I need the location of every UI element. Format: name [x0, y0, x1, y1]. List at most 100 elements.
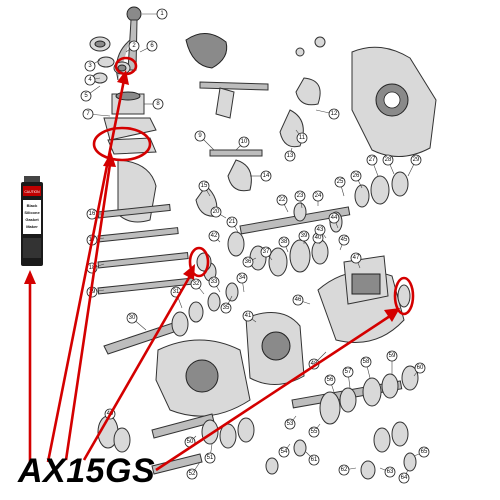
callout-number: 29	[413, 157, 420, 163]
shifter-boot-parts	[89, 36, 131, 84]
callout-number: 30	[129, 315, 136, 321]
callout-badge	[152, 98, 164, 110]
highlight-input-seal	[188, 246, 210, 278]
callout-number: 55	[311, 429, 318, 435]
callout-badge	[190, 278, 202, 290]
countershaft-gears	[97, 413, 255, 475]
callout-number: 50	[187, 439, 194, 445]
callout-number: 37	[263, 249, 270, 255]
callout-number: 20	[213, 209, 220, 215]
callout-number: 24	[315, 193, 322, 199]
callout-number: 3	[88, 63, 92, 69]
arrow-to-gasket	[64, 163, 112, 461]
main-case	[155, 312, 305, 417]
callout-badge	[226, 216, 238, 228]
callout-number: 21	[229, 219, 236, 225]
callout-number: 1	[160, 11, 164, 17]
callout-badge	[238, 136, 250, 148]
callout-number: 33	[211, 279, 218, 285]
callout-number: 48	[311, 361, 318, 367]
callout-badge	[338, 234, 350, 246]
callout-number: 28	[385, 157, 392, 163]
callout-badge	[236, 272, 248, 284]
callout-badge	[128, 40, 140, 52]
callout-number: 38	[281, 239, 288, 245]
callout-number: 27	[369, 157, 376, 163]
callout-badge	[312, 190, 324, 202]
callout-number: 63	[387, 469, 394, 475]
callout-number: 51	[207, 455, 214, 461]
callout-badge	[126, 312, 138, 324]
callout-badge	[296, 132, 308, 144]
highlight-rear-seal	[393, 276, 415, 316]
callout-number: 15	[201, 183, 208, 189]
shift-rails	[97, 203, 195, 295]
callout-badge	[350, 170, 362, 182]
callout-badge	[208, 230, 220, 242]
callout-number: 25	[337, 179, 344, 185]
output-gears	[265, 365, 419, 480]
callout-number: 6	[150, 43, 154, 49]
callout-badge	[194, 130, 206, 142]
callout-number: 58	[363, 359, 370, 365]
callout-badge	[384, 466, 396, 478]
callout-badge	[80, 90, 92, 102]
callout-badge	[294, 190, 306, 202]
gasket-maker-tube: CAUTION Black Silicone Gasket Maker	[21, 176, 43, 266]
callout-badge	[242, 256, 254, 268]
callout-badge	[204, 452, 216, 464]
callout-number: 31	[173, 289, 180, 295]
highlight-marks	[24, 56, 415, 472]
callout-badge	[186, 468, 198, 480]
callout-badge	[242, 310, 254, 322]
callout-badge	[366, 154, 378, 166]
callout-number: 65	[421, 449, 428, 455]
callout-number: 45	[341, 237, 348, 243]
callout-badge	[414, 362, 426, 374]
callout-number: 54	[281, 449, 288, 455]
callout-number: 12	[331, 111, 338, 117]
callout-number: 2	[132, 43, 136, 49]
model-label: AX15GS	[18, 452, 156, 490]
callout-number: 36	[245, 259, 252, 265]
callout-number: 35	[223, 305, 230, 311]
callout-badge	[350, 252, 362, 264]
callout-number: 19	[89, 289, 96, 295]
front-housing	[351, 46, 437, 157]
callout-number: 46	[295, 297, 302, 303]
callout-number: 53	[287, 421, 294, 427]
callout-badge	[84, 60, 96, 72]
callout-badge	[284, 418, 296, 430]
callout-number: 32	[193, 281, 200, 287]
callout-badge	[260, 170, 272, 182]
input-shaft	[103, 292, 221, 355]
callout-badge	[418, 446, 430, 458]
callout-number: 57	[345, 369, 352, 375]
callout-badge	[308, 454, 320, 466]
callout-number: 61	[311, 457, 318, 463]
tube-label-line-2: Silicone	[24, 210, 40, 215]
callout-badge	[324, 374, 336, 386]
callout-number: 41	[245, 313, 252, 319]
tube-label-line-3: Gasket	[25, 217, 39, 222]
callout-badge	[278, 236, 290, 248]
callout-badge	[82, 108, 94, 120]
callout-number: 44	[331, 215, 338, 221]
callout-number: 23	[297, 193, 304, 199]
callout-badge	[314, 224, 326, 236]
callout-number: 9	[198, 133, 202, 139]
callout-number: 52	[189, 471, 196, 477]
tube-label-line-1: Black	[27, 203, 38, 208]
callout-badge	[284, 150, 296, 162]
callout-number: 11	[299, 135, 306, 141]
callout-number: 40	[315, 235, 322, 241]
callout-number: 14	[263, 173, 270, 179]
callout-badge	[298, 230, 310, 242]
callout-badge	[360, 356, 372, 368]
callout-number: 16	[89, 211, 96, 217]
tube-caution-text: CAUTION	[24, 190, 40, 194]
callout-badge	[84, 74, 96, 86]
arrow-to-shifter-seal	[46, 79, 126, 463]
